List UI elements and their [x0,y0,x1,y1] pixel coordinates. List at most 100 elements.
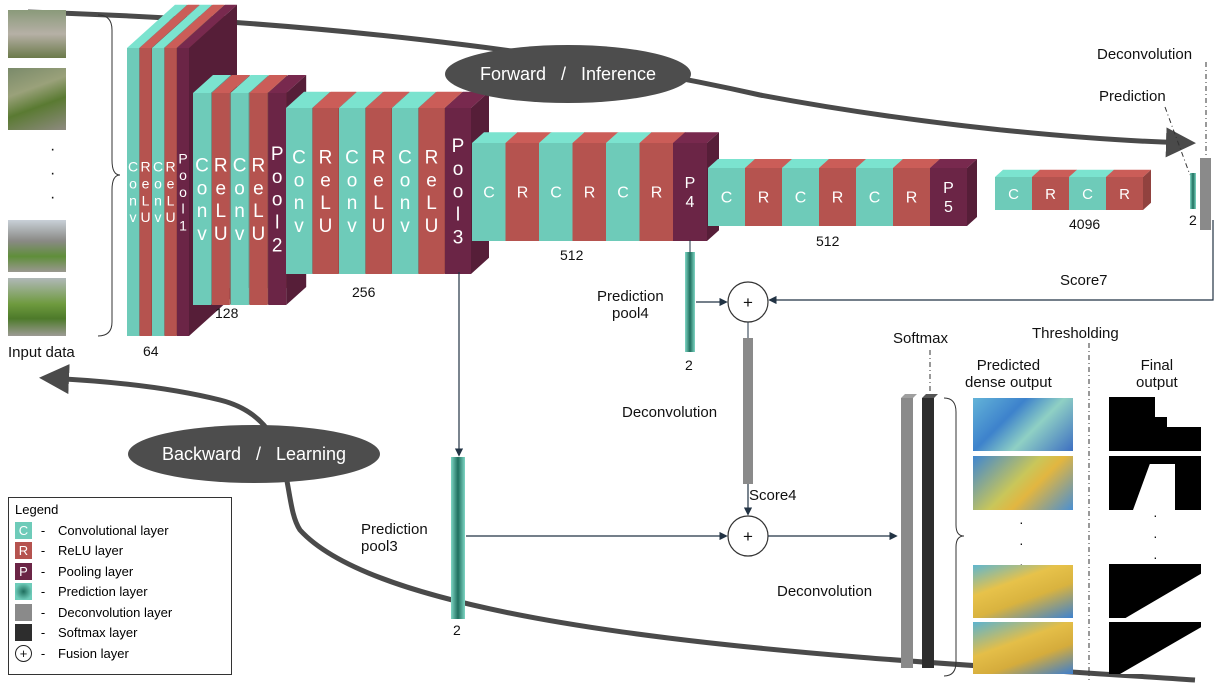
deconvolution-mid-label: Deconvolution [622,404,718,421]
b3-layer-5-glyph: C [398,147,412,168]
b2-layer-3-glyph: C [233,155,247,176]
deconvolution-layer-bottom [901,398,913,668]
b6-layer-2-glyph: R [1045,186,1056,203]
prediction-layer-top [1190,173,1196,209]
legend-swatch-pool: P [15,562,32,580]
b3-layer-6-glyph: U [425,216,439,237]
channels-512-label-a: 512 [560,247,584,263]
b5-layer-2-glyph: R [758,190,770,207]
legend-swatch-conv: C [15,521,32,539]
input-images-ellipsis: · · · [50,141,56,206]
b2-layer-2-glyph: U [214,224,228,245]
prediction-top-label: Prediction [1099,88,1166,105]
legend-dash: - [40,584,46,599]
channels-512-label-b: 512 [816,233,840,249]
channels-4096-label: 4096 [1069,216,1101,232]
legend-item-prediction: -Prediction layer [15,583,148,601]
legend-dash: - [40,645,46,661]
deconvolution-bottom-label: Deconvolution [777,583,873,600]
b3-layer-4-glyph: R [372,147,386,168]
legend-item-deconv: -Deconvolution layer [15,603,172,621]
legend-dash: - [40,563,46,579]
b3-layer-5-glyph: v [400,216,410,237]
legend-item-fusion: +-Fusion layer [15,644,129,662]
b5-layer-4-glyph: R [832,190,844,207]
forward-inference-label: Forward / Inference [479,63,657,84]
b6-layer-4-relu: R [1106,169,1151,210]
b1-layer-2-glyph: L [142,192,150,208]
b2-layer-2-glyph: R [214,155,228,176]
b3-layer-7-glyph: o [453,159,464,180]
legend-title: Legend [15,502,59,517]
b3-layer-6-glyph: e [426,170,437,191]
b2-layer-1-glyph: v [197,224,207,245]
b6-layer-4-glyph: R [1119,186,1130,203]
score4-label: Score4 [749,487,797,504]
b4-layer-5-glyph: C [617,185,629,202]
b3-layer-3-glyph: n [347,193,358,214]
thresholding-label: Thresholding [1032,325,1119,342]
predicted-map-2 [973,456,1073,510]
score7-label: Score7 [1060,272,1108,289]
b2-layer-5-glyph: P [271,144,284,165]
legend-dash: - [40,522,46,538]
b4-layer-3-glyph: C [550,185,562,202]
b1-layer-5-glyph: 1 [179,218,187,234]
b1-layer-3-glyph: o [154,176,162,192]
b5-layer-1-glyph: C [721,190,733,207]
prediction-layer-pool4 [685,252,695,352]
b3-layer-2-glyph: U [319,216,333,237]
final-mask-2 [1109,456,1201,510]
input-image-3 [8,220,66,272]
fusion-layer-1: + [727,281,769,323]
b2-layer-5-glyph: o [272,167,283,188]
b2-layer-1-glyph: C [195,155,209,176]
input-image-4 [8,278,66,336]
b3-layer-3-glyph: C [345,147,359,168]
b3-layer-7-glyph: l [456,204,460,225]
b4-layer-7-glyph: P [685,175,696,192]
legend-label-prediction: Prediction layer [58,584,148,599]
prediction-layer-pool3 [451,457,465,619]
b3-layer-3-glyph: o [347,170,358,191]
b3-layer-1-glyph: o [294,170,305,191]
b1-layer-4-glyph: e [167,176,175,192]
legend-label-softmax: Softmax layer [58,625,138,640]
legend-label-relu: ReLU layer [58,543,124,558]
b3-layer-4-glyph: e [373,170,384,191]
b1-layer-2-glyph: U [140,209,150,225]
b2-layer-3-glyph: o [234,178,245,199]
b3-layer-6-glyph: L [426,193,437,214]
b3-layer-1-glyph: v [294,216,304,237]
b3-layer-7-glyph: P [452,136,465,157]
b5-layer-7-glyph: 5 [944,199,953,216]
b4-layer-6-relu: R [639,132,686,241]
b3-layer-3-glyph: v [347,216,357,237]
b3-layer-4-glyph: U [372,216,386,237]
b1-layer-5-glyph: o [179,167,187,183]
b1-layer-5-glyph: l [181,201,184,217]
legend-label-fusion: Fusion layer [58,645,129,661]
output-brace [943,397,965,677]
channels-128-label: 128 [215,305,239,321]
predicted-dense-output-label: Predicted dense output [965,357,1052,392]
backward-learning-label: Backward / Learning [161,443,347,464]
final-mask-3 [1109,564,1201,618]
b2-layer-5-glyph: 2 [272,235,283,256]
legend-dash: - [40,543,46,558]
b2-layer-1-glyph: o [197,178,208,199]
b5-layer-7-glyph: P [943,180,954,197]
forward-arrow [27,9,1196,158]
legend-swatch-fusion: + [15,644,32,662]
b2-layer-2-glyph: L [216,201,227,222]
final-mask-1 [1109,397,1201,451]
b3-layer-6-glyph: R [425,147,439,168]
b5-layer-3-glyph: C [795,190,807,207]
legend-item-relu: R-ReLU layer [15,542,123,560]
b1-layer-4-glyph: R [165,159,175,175]
b1-layer-1-glyph: v [130,209,137,225]
b4-layer-1-glyph: C [483,185,495,202]
input-image-1 [8,10,66,58]
